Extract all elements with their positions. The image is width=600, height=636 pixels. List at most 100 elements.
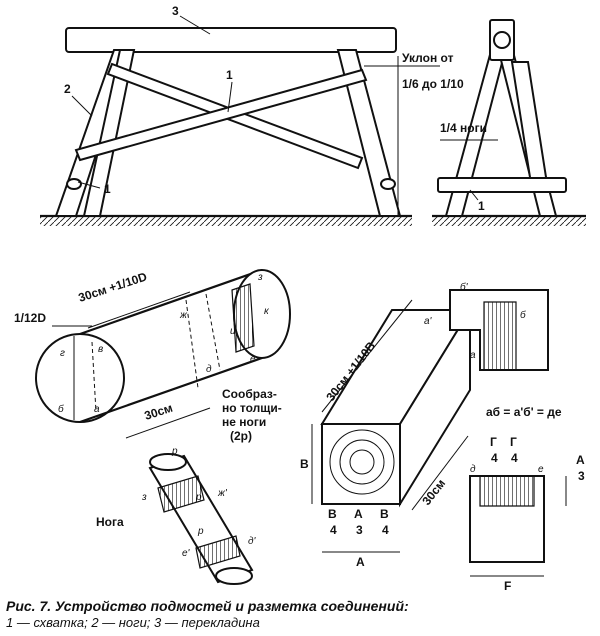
frac-A3-num: А [354, 507, 363, 521]
letter-b1: б' [460, 281, 469, 293]
beam-dim-B-label: В [300, 457, 309, 471]
label-12D: 1/12D [14, 311, 46, 325]
frac-A3-den: 3 [356, 523, 363, 537]
quarter-leg-label: 1/4 ноги [440, 121, 487, 135]
scaffold-front-view: 3 2 1 1 Уклон от 1/6 до 1/10 [40, 4, 464, 226]
section-frac-G4-right-num: Г [510, 435, 517, 449]
label-2: 2 [64, 82, 71, 96]
beam-front-face [321, 423, 401, 505]
figure-caption: Рис. 7. Устройство подмостей и разметка … [6, 598, 596, 631]
note-line-2: но толщи- [222, 401, 282, 415]
frac-B4-right-num: В [380, 507, 389, 521]
growth-rings-2 [339, 439, 385, 485]
ground-hatch-left [40, 216, 412, 226]
beam-dim-A-label: А [356, 555, 365, 569]
beam-side-face [399, 306, 471, 508]
beam-formula: аб = а'б' = де [486, 405, 562, 419]
section-letter-d: д [470, 464, 476, 475]
ground-hatch-right [432, 216, 586, 226]
leg-left-inner [82, 49, 136, 217]
side-tie [437, 177, 567, 193]
label-beam-30: 30см [419, 476, 448, 507]
scaffold-side-view: 1/4 ноги 1 [432, 19, 586, 226]
tie-right [380, 178, 396, 190]
section-frac-G4-left-num: Г [490, 435, 497, 449]
letter-g: г [60, 348, 65, 359]
leg-letter-p1: р [171, 446, 178, 457]
beam-dim-30 [411, 435, 469, 511]
section-frac-A3-num: А [576, 453, 585, 467]
brace-b [74, 68, 368, 162]
log-dash-2 [205, 293, 221, 371]
letter-zh: ж [179, 310, 188, 321]
leg-right-outer [336, 49, 402, 217]
growth-rings-1 [349, 449, 375, 475]
letter-b: б [58, 403, 64, 415]
dim-30 [125, 407, 211, 439]
beam-joint-hatch [483, 301, 517, 371]
growth-rings-3 [329, 429, 395, 495]
leg-bottom-end [215, 567, 253, 585]
leader-1-upper [227, 81, 233, 113]
tie-left [66, 178, 82, 190]
frac-B4-left-num: В [328, 507, 337, 521]
letter-a1: а' [424, 316, 433, 327]
leg-notch-upper [157, 475, 205, 513]
log-dash-1 [185, 299, 199, 389]
label-1-lower: 1 [104, 182, 111, 196]
beam-joint: 30см +1/10В 30см а' б' б а аб = а'б' = д… [300, 281, 562, 569]
caption-legend: 1 — схватка; 2 — ноги; 3 — перекладина [6, 615, 260, 630]
letter-e: е [250, 354, 256, 365]
letter-k: к [264, 306, 270, 317]
label-1-side: 1 [478, 199, 485, 213]
frac-B4-left-den: 4 [330, 523, 337, 537]
crossbar-end [493, 31, 511, 49]
leg-detail: Нога р р з ж' е' д' р [96, 446, 257, 585]
log-top-edge [79, 268, 263, 336]
label-1-upper: 1 [226, 68, 233, 82]
section-letter-e: е [538, 464, 544, 475]
slope-range: 1/6 до 1/10 [402, 77, 464, 91]
leader-1-lower [77, 181, 101, 189]
note-line-3: не ноги [222, 415, 266, 429]
leg-letter-e: е' [182, 548, 191, 559]
section-frac-G4-left-den: 4 [491, 451, 498, 465]
dim-30-plus-10D [87, 291, 191, 329]
letter-beam-b: б [520, 309, 526, 321]
leader-1-side [469, 189, 479, 201]
letter-i: и [230, 326, 236, 337]
log-tenon-hatch [231, 283, 255, 353]
leader-2 [71, 95, 93, 117]
caption-title: Рис. 7. Устройство подмостей и разметка … [6, 598, 409, 614]
letter-beam-a: а [470, 350, 476, 361]
leg-letter-p2: р [197, 526, 204, 537]
frac-B4-right-den: 4 [382, 523, 389, 537]
section-detail: Г 4 Г 4 д е А 3 F [469, 435, 585, 593]
note-line-4: (2р) [230, 429, 252, 443]
section-dim-F-label: F [504, 579, 511, 593]
log-marking: 30см +1/10D 1/12D 30см г в б а ж и д з к… [14, 268, 291, 443]
log-chord [91, 341, 97, 413]
letter-a: а [94, 404, 100, 415]
crossbar [65, 27, 397, 53]
leg-letter-d: д' [248, 536, 257, 547]
slope-title: Уклон от [402, 51, 454, 65]
leg-notch-lower [195, 535, 241, 569]
leader-3 [179, 15, 211, 35]
label-30-plus-10D: 30см +1/10D [77, 269, 149, 304]
letter-v: в [98, 344, 103, 355]
note-line-1: Сообраз- [222, 387, 277, 401]
letter-d: д [206, 364, 212, 375]
section-cut [479, 475, 535, 507]
label-3: 3 [172, 4, 179, 18]
section-frac-A3-den: 3 [578, 469, 585, 483]
leg-title: Нога [96, 515, 124, 529]
leg-letter-p-mid: р [195, 492, 202, 503]
beam-dim-30-plus-10B [321, 299, 413, 413]
letter-z: з [257, 272, 263, 283]
section-frac-G4-right-den: 4 [511, 451, 518, 465]
leg-letter-z: з [141, 492, 147, 503]
label-30: 30см [143, 401, 175, 423]
log-bottom-edge [79, 356, 263, 424]
